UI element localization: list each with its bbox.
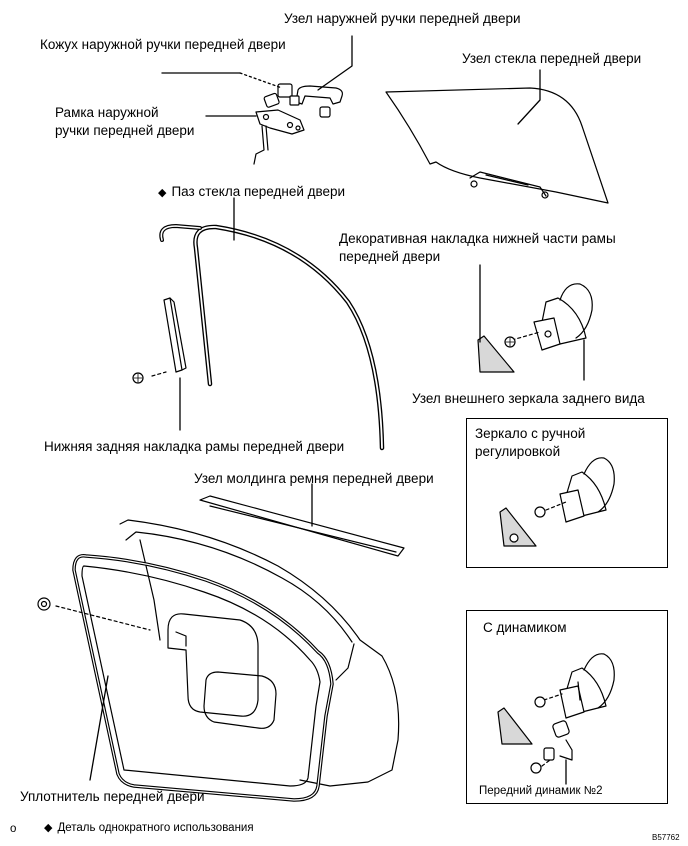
- label-belt-moulding: Узел молдинга ремня передней двери: [194, 471, 434, 486]
- inset-speaker-mirror-art: [497, 653, 615, 774]
- label-outer-handle-frame-line1: Рамка наружной: [55, 105, 159, 120]
- inset-manual-mirror-art: [499, 457, 615, 547]
- label-rear-lower-frame-garnish: Нижняя задняя накладка рамы передней две…: [44, 439, 345, 454]
- label-glass-run-text: Паз стекла передней двери: [171, 184, 346, 199]
- belt-moulding: [199, 495, 405, 557]
- rear-lower-frame-garnish: [132, 297, 187, 384]
- inset-manual-mirror-title-line1: Зеркало с ручной: [475, 426, 586, 441]
- glass-run: [159, 224, 385, 451]
- figure-code: B57762: [652, 833, 680, 842]
- legend-single-use-icon: ◆: [44, 822, 53, 834]
- door-shell: [119, 519, 400, 787]
- outer-handle-parts: [253, 83, 343, 165]
- label-speaker-no2: Передний динамик №2: [479, 785, 603, 797]
- door-weatherstrip: [37, 554, 334, 802]
- footer-corner-mark: o: [10, 823, 17, 835]
- inset-manual-mirror: Зеркало с ручной регулировкой: [466, 418, 668, 568]
- outer-mirror-main: [477, 283, 593, 373]
- label-weatherstrip: Уплотнитель передней двери: [20, 789, 205, 804]
- label-mirror-assembly: Узел внешнего зеркала заднего вида: [412, 391, 645, 406]
- label-outer-handle-frame-line2: ручки передней двери: [55, 123, 195, 138]
- leader-lines: [89, 35, 585, 785]
- inset-manual-mirror-title-line2: регулировкой: [475, 444, 561, 459]
- label-outer-handle-assembly: Узел наружней ручки передней двери: [284, 11, 521, 26]
- single-use-marker-icon: ◆: [158, 187, 167, 199]
- legend: ◆ Деталь однократного использования: [44, 820, 254, 837]
- door-glass: [385, 87, 609, 204]
- legend-text: Деталь однократного использования: [57, 822, 254, 834]
- label-outer-handle-cover: Кожух наружной ручки передней двери: [40, 37, 286, 52]
- inset-with-speaker-title: С динамиком: [483, 620, 567, 635]
- label-glass-run: ◆ Паз стекла передней двери: [158, 183, 345, 202]
- inset-with-speaker: С динамиком Передний динамик №2: [466, 610, 668, 804]
- label-frame-lower-garnish-line1: Декоративная накладка нижней части рамы: [339, 231, 616, 246]
- label-frame-lower-garnish-line2: передней двери: [339, 249, 441, 264]
- label-glass-assembly: Узел стекла передней двери: [462, 51, 642, 66]
